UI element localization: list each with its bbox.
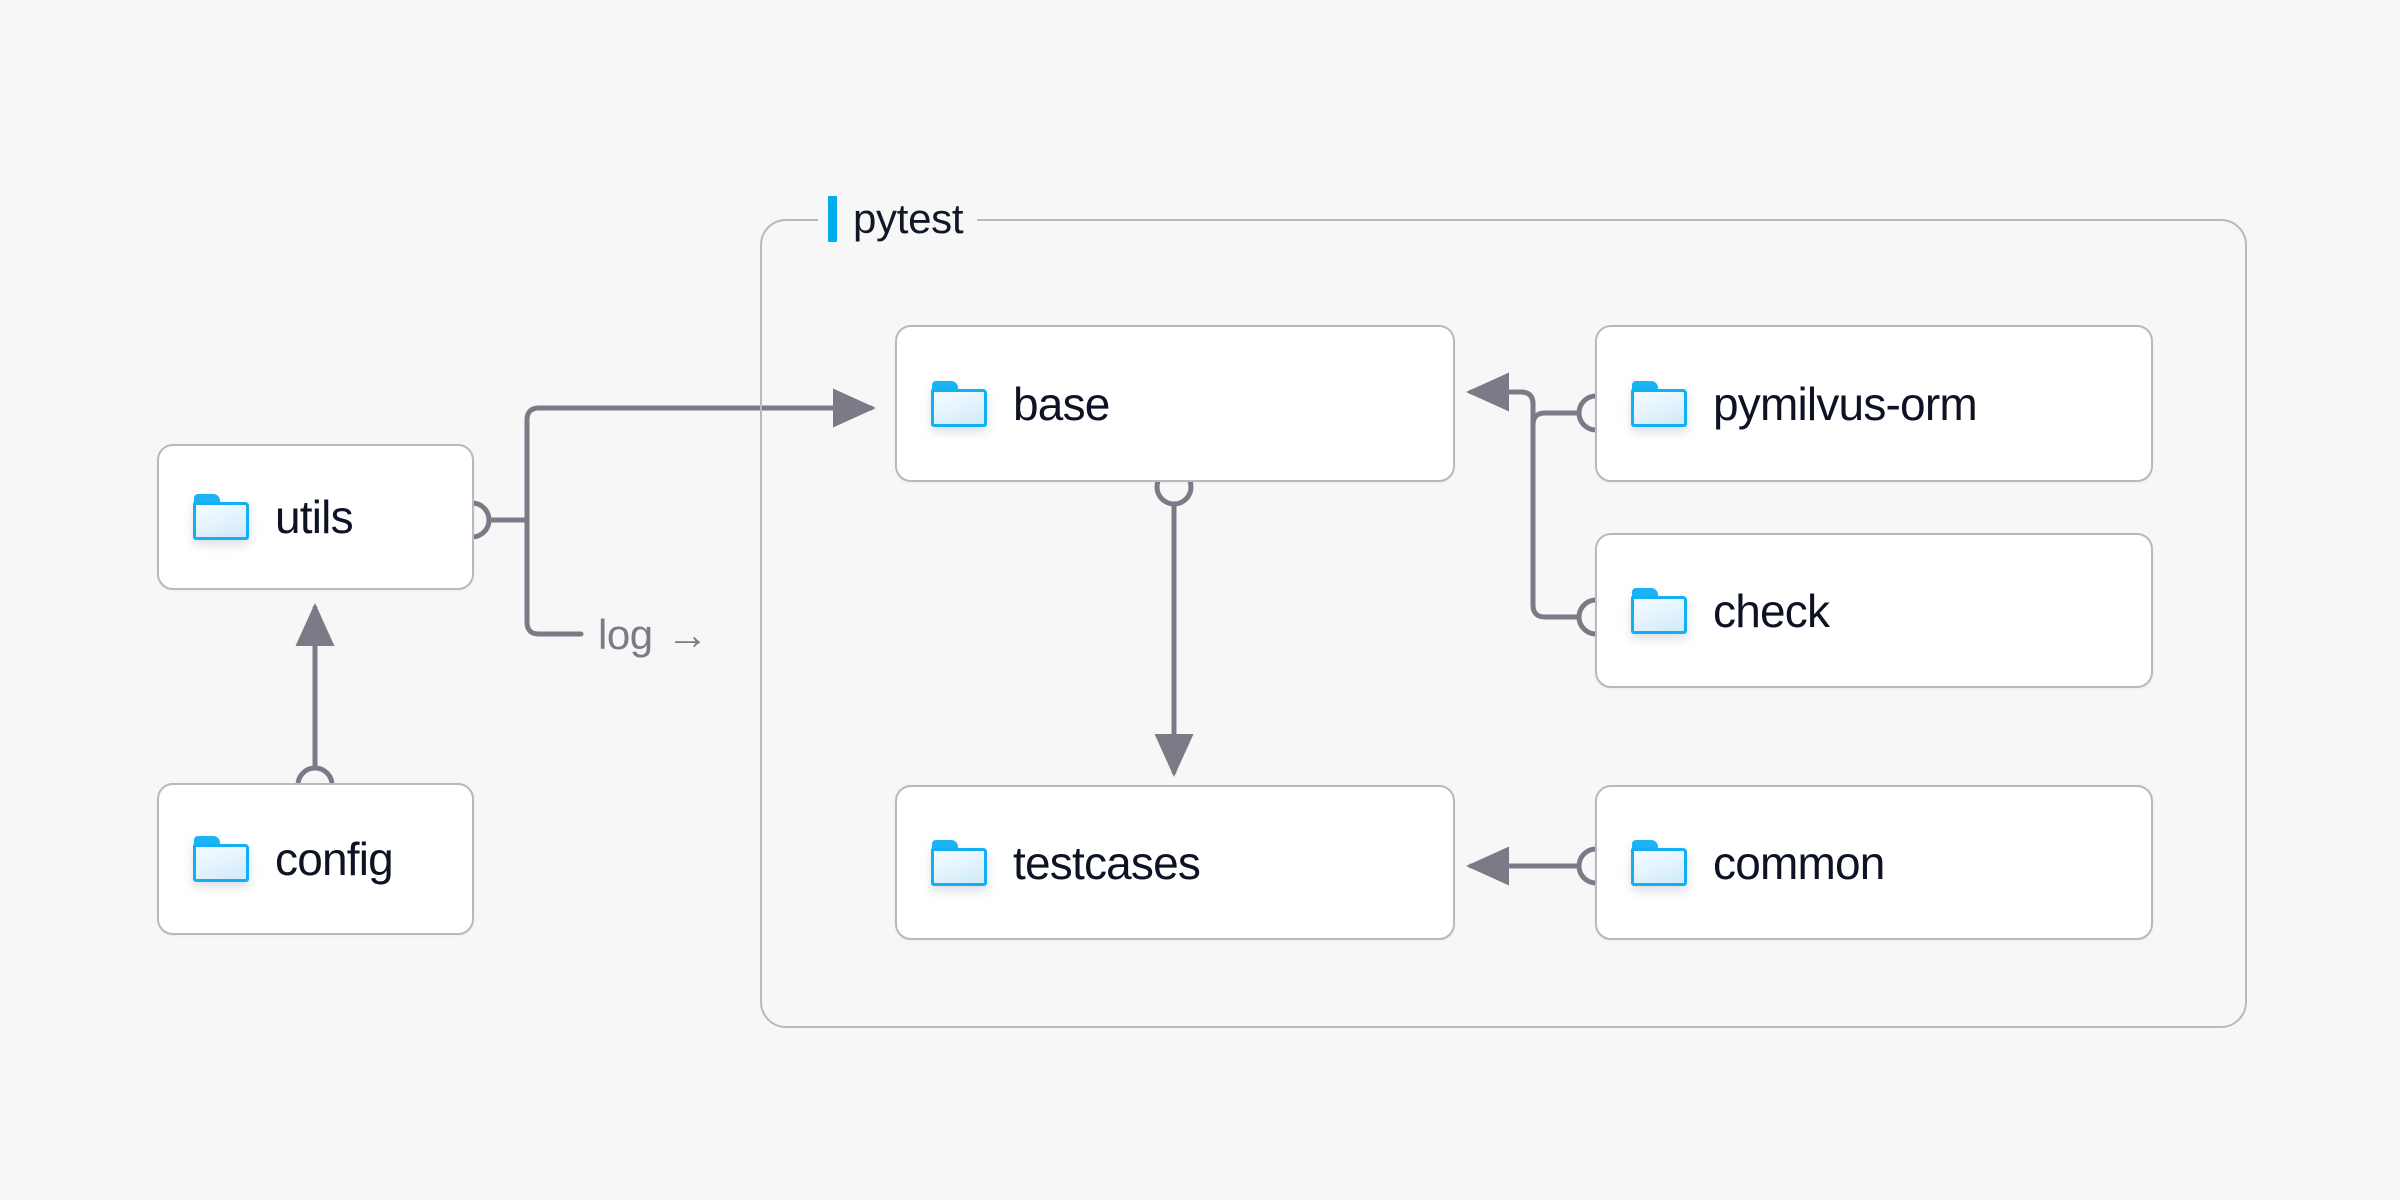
folder-icon — [1631, 839, 1687, 886]
node-base[interactable]: base — [895, 325, 1455, 482]
edge-label-log: log → — [598, 611, 709, 659]
node-pymilvus-orm-label: pymilvus-orm — [1713, 377, 1978, 430]
group-pytest-label: pytest — [818, 190, 978, 248]
node-pymilvus-orm[interactable]: pymilvus-orm — [1595, 325, 2153, 482]
folder-icon — [193, 494, 249, 540]
folder-icon — [931, 380, 987, 427]
node-utils[interactable]: utils — [157, 444, 474, 590]
group-pytest-title: pytest — [853, 195, 964, 242]
accent-bar-icon — [828, 196, 837, 242]
edge-label-log-text: log — [598, 611, 653, 658]
node-check[interactable]: check — [1595, 533, 2153, 688]
edge-utils-to-log — [524, 517, 584, 637]
node-common-label: common — [1713, 836, 1885, 889]
arrow-right-icon: → — [666, 611, 709, 658]
node-check-label: check — [1713, 584, 1830, 637]
node-utils-label: utils — [275, 491, 354, 543]
group-pytest — [760, 219, 2247, 1028]
node-base-label: base — [1013, 377, 1110, 430]
node-config-label: config — [275, 833, 394, 885]
folder-icon — [1631, 380, 1687, 427]
node-testcases[interactable]: testcases — [895, 785, 1455, 940]
node-testcases-label: testcases — [1013, 836, 1201, 889]
folder-icon — [193, 836, 249, 882]
folder-icon — [931, 839, 987, 886]
folder-icon — [1631, 587, 1687, 634]
node-config[interactable]: config — [157, 783, 474, 935]
node-common[interactable]: common — [1595, 785, 2153, 940]
